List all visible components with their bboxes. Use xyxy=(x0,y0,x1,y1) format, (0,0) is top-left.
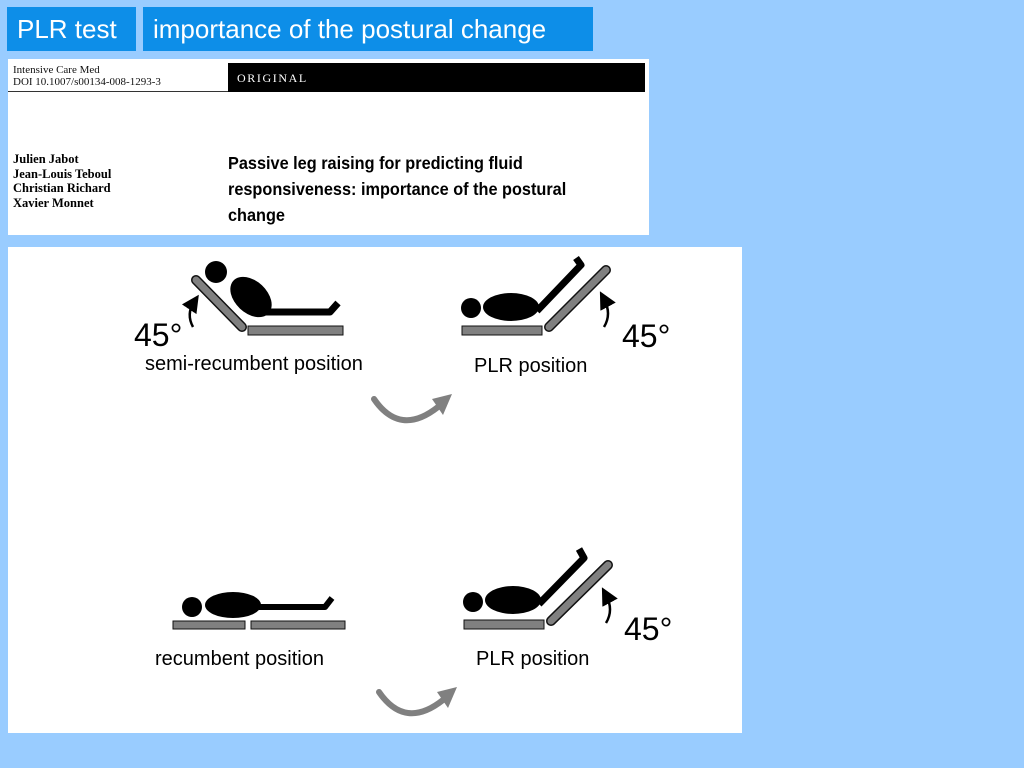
author: Julien Jabot xyxy=(13,152,79,166)
journal-info: Intensive Care Med DOI 10.1007/s00134-00… xyxy=(13,64,161,88)
curved-arrow-icon xyxy=(376,689,446,717)
patient-head xyxy=(205,261,227,283)
patient-torso xyxy=(485,586,541,614)
bed-flat-section xyxy=(463,619,545,630)
bed-back-section xyxy=(192,276,246,331)
recumbent-figure xyxy=(172,592,346,630)
plr-angle-top: 45° xyxy=(622,318,671,354)
journal-name: Intensive Care Med xyxy=(13,64,100,76)
doi: DOI 10.1007/s00134-008-1293-3 xyxy=(13,76,161,88)
recumbent-label: recumbent position xyxy=(155,648,324,670)
bed-leg-section xyxy=(545,266,610,331)
curved-arrow-head xyxy=(432,394,452,415)
slide-tag-plr-test: PLR test xyxy=(7,7,136,51)
posture-diagram: 45° semi-recumbent position 45° PLR posi… xyxy=(8,247,742,733)
patient-torso xyxy=(483,293,539,321)
patient-head xyxy=(182,597,202,617)
section-banner: ORIGINAL xyxy=(228,63,645,92)
bed-flat-section xyxy=(461,325,543,336)
author: Christian Richard xyxy=(13,181,111,195)
transition-arrow-2 xyxy=(376,687,457,717)
semi-recumbent-angle: 45° xyxy=(134,317,183,353)
patient-torso xyxy=(205,592,261,618)
author: Jean-Louis Teboul xyxy=(13,166,112,181)
author: Xavier Monnet xyxy=(13,195,94,210)
patient-legs xyxy=(536,547,588,607)
slide-title: importance of the postural change xyxy=(143,7,593,51)
semi-recumbent-label: semi-recumbent position xyxy=(145,353,363,375)
semi-recumbent-figure xyxy=(181,261,344,336)
bed-section-head xyxy=(172,620,246,630)
patient-torso xyxy=(230,276,272,318)
plr-label-bottom: PLR position xyxy=(476,648,590,670)
section-label: ORIGINAL xyxy=(237,71,308,85)
plr-label-top: PLR position xyxy=(474,355,588,377)
paper-title: Passive leg raising for predicting fluid… xyxy=(228,153,567,225)
bed-flat-section xyxy=(247,325,344,336)
bed-section-foot xyxy=(250,620,346,630)
plr-figure-top xyxy=(461,255,616,336)
bed-leg-section xyxy=(547,561,612,625)
journal-divider xyxy=(8,91,228,92)
paper-header-excerpt: Intensive Care Med DOI 10.1007/s00134-00… xyxy=(8,59,649,235)
angle-arrow-icon xyxy=(601,587,618,624)
posture-figures xyxy=(172,255,618,717)
patient-head xyxy=(463,592,483,612)
patient-legs xyxy=(534,255,585,314)
patient-head xyxy=(461,298,481,318)
patient-legs xyxy=(259,596,335,610)
curved-arrow-icon xyxy=(371,396,441,424)
plr-figure-bottom xyxy=(463,547,618,630)
plr-angle-bottom: 45° xyxy=(624,611,673,647)
curved-arrow-head xyxy=(437,687,457,708)
angle-arrow-icon xyxy=(599,291,616,328)
patient-legs xyxy=(266,300,341,316)
transition-arrow-1 xyxy=(371,394,452,424)
angle-arrow-icon xyxy=(181,294,199,328)
author-list: Julien Jabot Jean-Louis Teboul Christian… xyxy=(13,152,111,210)
